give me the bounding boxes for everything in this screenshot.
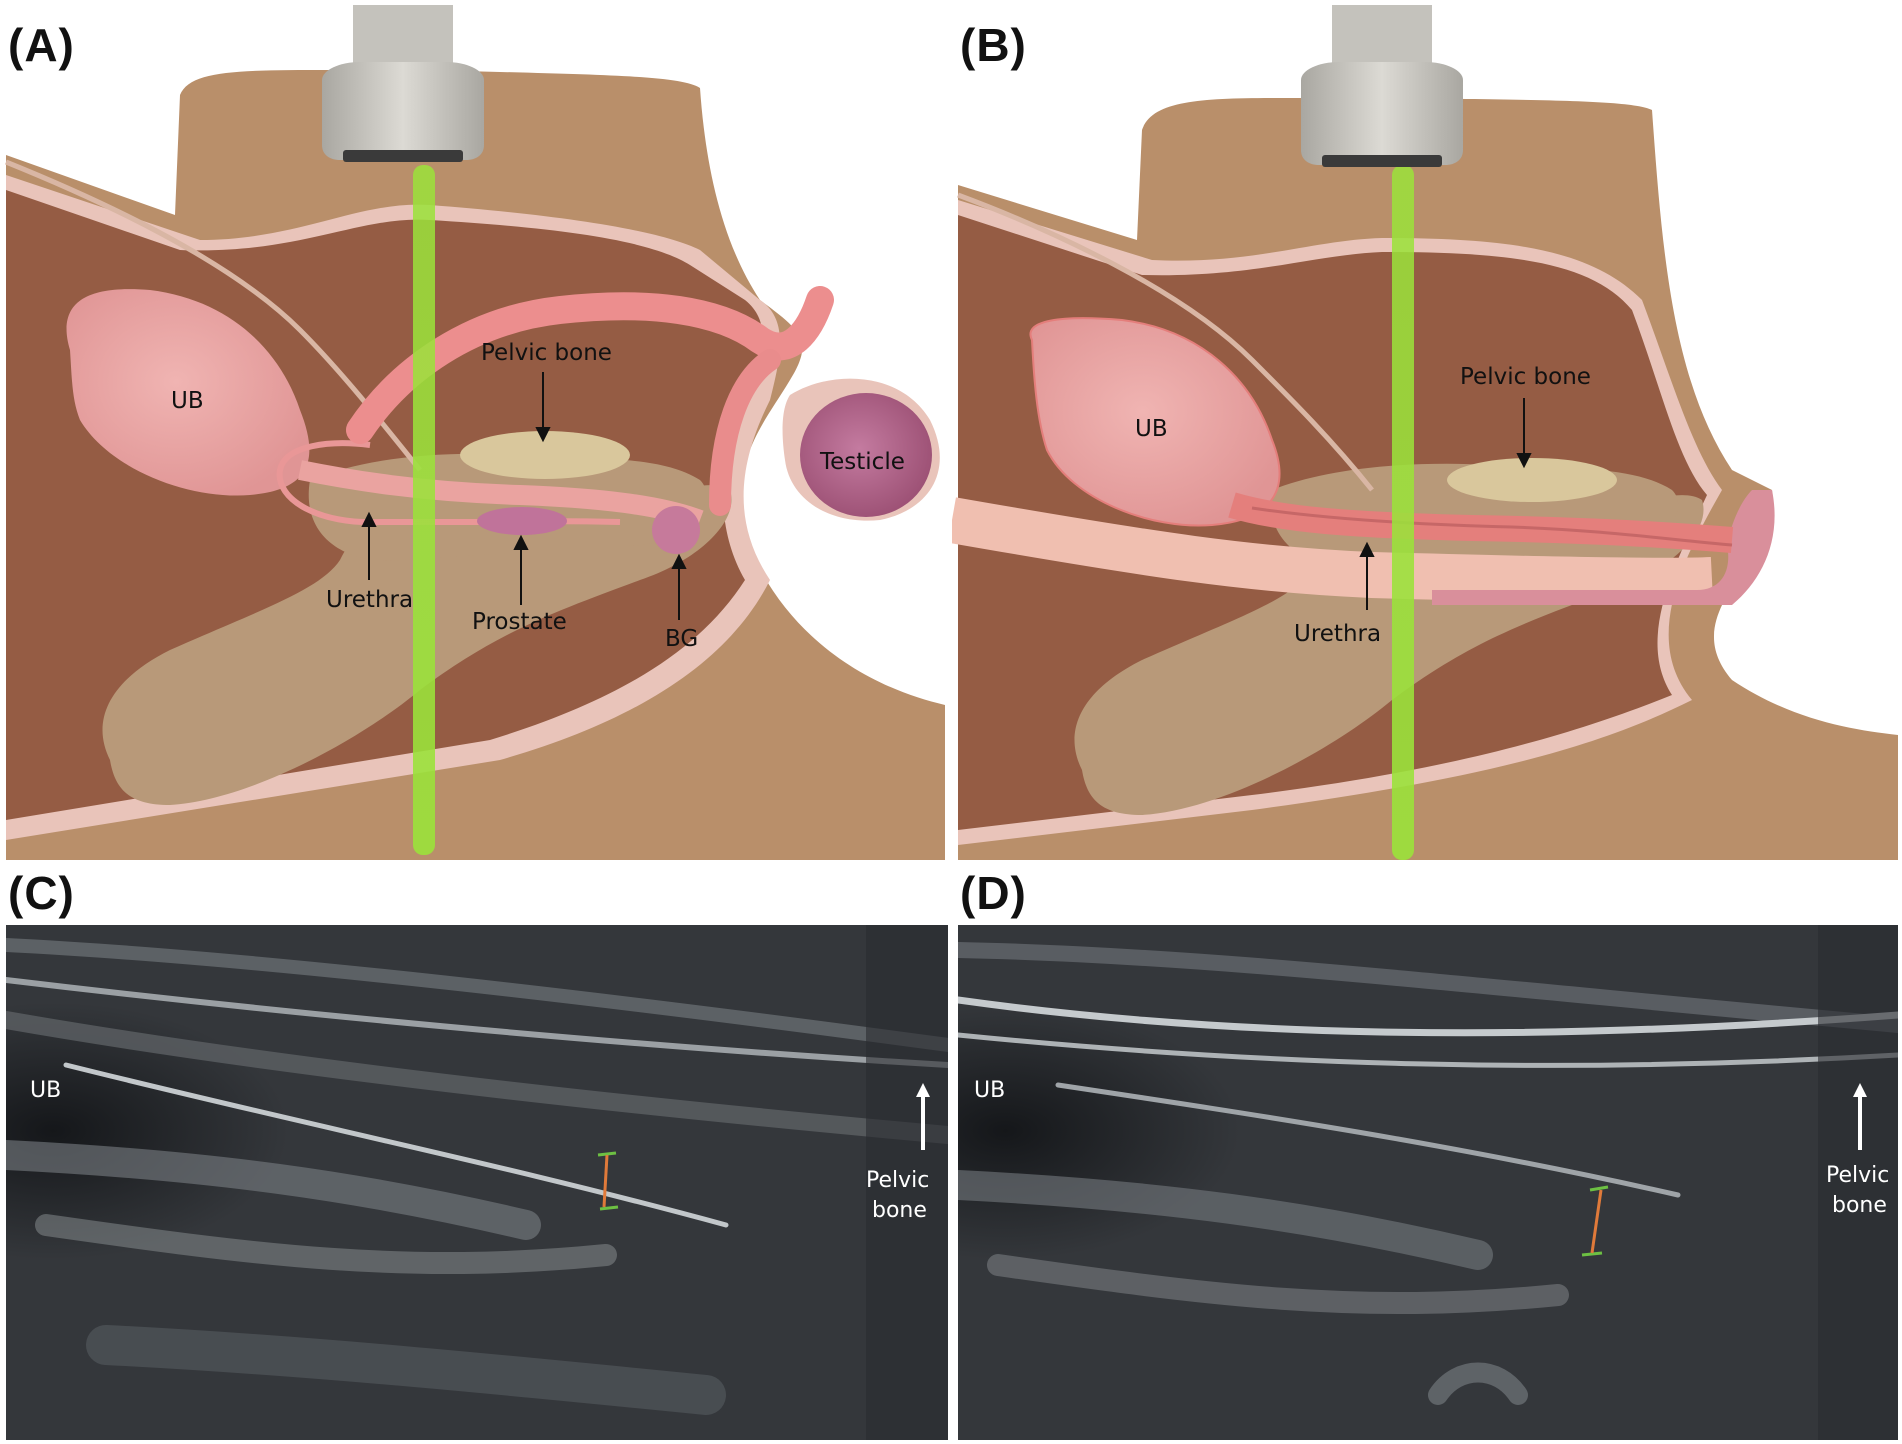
label-urethra: Urethra	[326, 587, 413, 613]
label-ub: UB	[1135, 416, 1168, 442]
probe-footprint	[1322, 155, 1442, 167]
label-ub: UB	[171, 388, 204, 414]
label-pelvic: Pelvic	[866, 1168, 929, 1193]
label-bone: bone	[872, 1198, 927, 1223]
label-testicle: Testicle	[819, 449, 905, 475]
label-bone: bone	[1832, 1193, 1887, 1218]
label-ub: UB	[30, 1078, 61, 1103]
pelvic-bone	[1447, 458, 1617, 502]
ultrasound-beam	[1392, 165, 1414, 860]
panel-a-diagram: UB Pelvic bone Testicle Urethra Prostate…	[0, 0, 950, 866]
probe-footprint	[343, 150, 463, 162]
panel-d-ultrasound: UB Pelvic bone	[958, 925, 1898, 1440]
label-bg: BG	[665, 626, 698, 652]
label-prostate: Prostate	[472, 609, 567, 635]
label-pelvic: Pelvic	[1826, 1163, 1889, 1188]
probe-head	[1301, 62, 1463, 165]
label-ub: UB	[974, 1078, 1005, 1103]
panel-label-c: (C)	[8, 866, 75, 920]
label-urethra: Urethra	[1294, 621, 1381, 647]
probe-head	[322, 62, 484, 160]
panel-c-ultrasound: UB Pelvic bone	[6, 925, 948, 1440]
panel-b-diagram: UB Pelvic bone Urethra	[952, 0, 1902, 866]
label-pelvic-bone: Pelvic bone	[1460, 364, 1591, 390]
label-pelvic-bone: Pelvic bone	[481, 340, 612, 366]
panel-label-d: (D)	[960, 866, 1027, 920]
bulbourethral-gland	[652, 506, 700, 554]
prostate	[477, 507, 567, 535]
ultrasound-beam	[413, 165, 435, 855]
